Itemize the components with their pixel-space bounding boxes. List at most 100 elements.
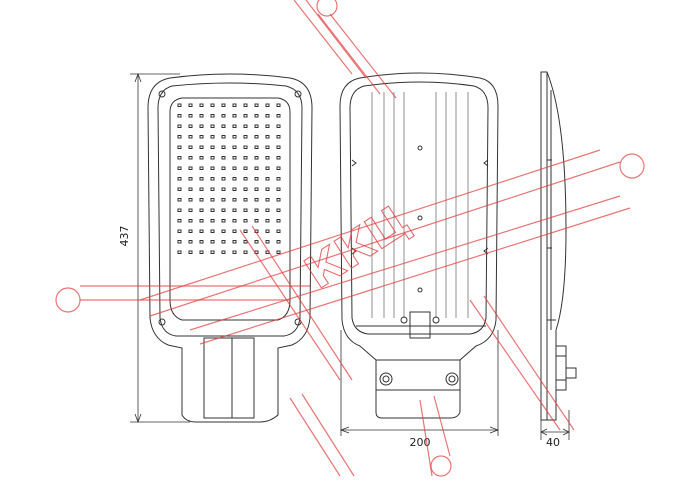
led-chip — [265, 240, 270, 244]
led-chip — [177, 114, 182, 118]
led-chip — [177, 208, 182, 212]
led-chip — [243, 135, 248, 139]
led-chip — [188, 135, 193, 139]
led-chip — [210, 208, 215, 212]
led-chip — [276, 156, 281, 160]
led-chip — [254, 156, 259, 160]
back-inner-outline — [349, 81, 489, 335]
led-chip — [221, 219, 226, 223]
clamp-bolt-inner — [382, 375, 390, 383]
led-chip — [188, 114, 193, 118]
led-chip — [188, 240, 193, 244]
led-chip — [177, 240, 182, 244]
led-chip — [254, 198, 259, 202]
led-chip — [210, 145, 215, 149]
screw — [158, 90, 166, 98]
led-chip — [254, 208, 259, 212]
led-chip — [199, 124, 204, 128]
watermark-line — [139, 149, 601, 301]
width-dimension — [339, 330, 500, 436]
led-chip — [221, 208, 226, 212]
watermark-line — [419, 399, 433, 477]
led-chip — [199, 177, 204, 181]
watermark-line — [293, 0, 353, 75]
led-chip — [210, 103, 215, 107]
led-chip — [177, 156, 182, 160]
watermark-line — [483, 295, 575, 431]
led-chip — [243, 229, 248, 233]
led-chip — [232, 208, 237, 212]
led-chip — [221, 145, 226, 149]
led-chip — [254, 135, 259, 139]
watermark-circle-top — [316, 0, 338, 17]
led-chip — [265, 135, 270, 139]
led-chip — [276, 124, 281, 128]
led-chip — [188, 177, 193, 181]
led-chip — [254, 187, 259, 191]
led-chip — [254, 114, 259, 118]
cable-gland — [409, 311, 431, 339]
led-chip — [210, 166, 215, 170]
led-chip — [210, 177, 215, 181]
watermark-line — [329, 13, 397, 99]
side-notch — [483, 159, 489, 167]
led-chip — [177, 103, 182, 107]
watermark-line — [317, 13, 381, 95]
front-view — [147, 73, 313, 423]
led-chip — [243, 187, 248, 191]
cooling-fins — [371, 92, 469, 318]
watermark-line — [305, 0, 367, 79]
watermark-line — [189, 195, 621, 331]
led-chip — [188, 229, 193, 233]
led-chip — [232, 124, 237, 128]
led-chip — [221, 229, 226, 233]
led-chip — [243, 240, 248, 244]
watermark-line — [433, 395, 451, 457]
led-chip — [177, 219, 182, 223]
led-chip — [199, 250, 204, 254]
led-chip — [199, 145, 204, 149]
side-clamp-bolt — [565, 367, 577, 379]
watermark-line — [199, 207, 631, 345]
led-chip — [199, 229, 204, 233]
led-chip — [276, 198, 281, 202]
led-chip — [210, 156, 215, 160]
led-chip — [232, 219, 237, 223]
watermark-line — [251, 225, 353, 381]
back-body-outline — [339, 72, 499, 419]
watermark-text: ККЦ — [296, 195, 418, 299]
led-chip — [232, 229, 237, 233]
led-chip — [254, 177, 259, 181]
arrow-bottom — [134, 413, 142, 424]
screw — [294, 90, 302, 98]
led-chip — [199, 208, 204, 212]
led-chip — [276, 145, 281, 149]
led-chip — [232, 114, 237, 118]
depth-dimension — [540, 410, 570, 440]
led-chip — [177, 135, 182, 139]
led-chip — [243, 145, 248, 149]
led-chip — [199, 156, 204, 160]
led-chip — [232, 145, 237, 149]
arrow-left — [339, 426, 350, 434]
led-chip — [232, 177, 237, 181]
led-chip — [188, 198, 193, 202]
led-chip — [177, 166, 182, 170]
watermark-line — [149, 161, 621, 317]
led-chip — [232, 166, 237, 170]
clamp-bolt — [445, 372, 459, 386]
led-chip — [243, 103, 248, 107]
clamp-bolt-inner — [448, 375, 456, 383]
led-chip — [276, 208, 281, 212]
led-chip — [210, 250, 215, 254]
side-body-outline — [540, 71, 567, 421]
led-chip — [243, 166, 248, 170]
led-chip — [265, 166, 270, 170]
led-chip — [243, 250, 248, 254]
led-chip — [221, 103, 226, 107]
led-chip — [188, 145, 193, 149]
led-grid — [177, 103, 281, 254]
led-chip — [199, 219, 204, 223]
led-chip — [265, 145, 270, 149]
